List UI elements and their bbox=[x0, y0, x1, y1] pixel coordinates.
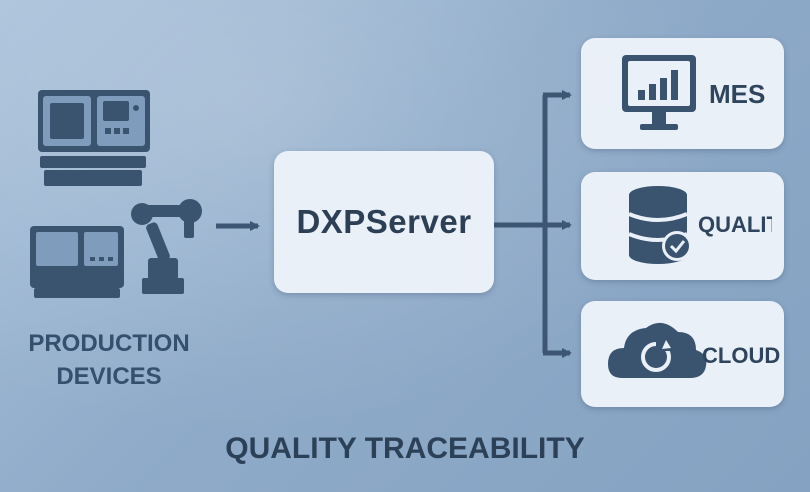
dxpserver-box bbox=[274, 151, 494, 293]
cloud-sync-icon bbox=[608, 322, 707, 378]
footer-title: QUALITY TRACEABILITY bbox=[225, 432, 585, 465]
production-devices-label: PRODUCTION DEVICES bbox=[18, 327, 200, 393]
dxpserver-label: DXPServer bbox=[296, 203, 472, 240]
cnc-machine-icon bbox=[38, 90, 150, 186]
quality-label: QUALIT bbox=[698, 212, 772, 237]
devices-label-line2: DEVICES bbox=[56, 363, 162, 390]
monitor-chart-icon bbox=[622, 55, 696, 130]
devices-label-line1: PRODUCTION bbox=[28, 330, 190, 357]
mes-label: MES bbox=[709, 79, 766, 109]
machine-console-icon bbox=[30, 226, 124, 298]
database-check-icon bbox=[628, 186, 692, 264]
robot-arm-icon bbox=[131, 199, 202, 294]
cloud-label: CLOUD bbox=[702, 343, 781, 368]
